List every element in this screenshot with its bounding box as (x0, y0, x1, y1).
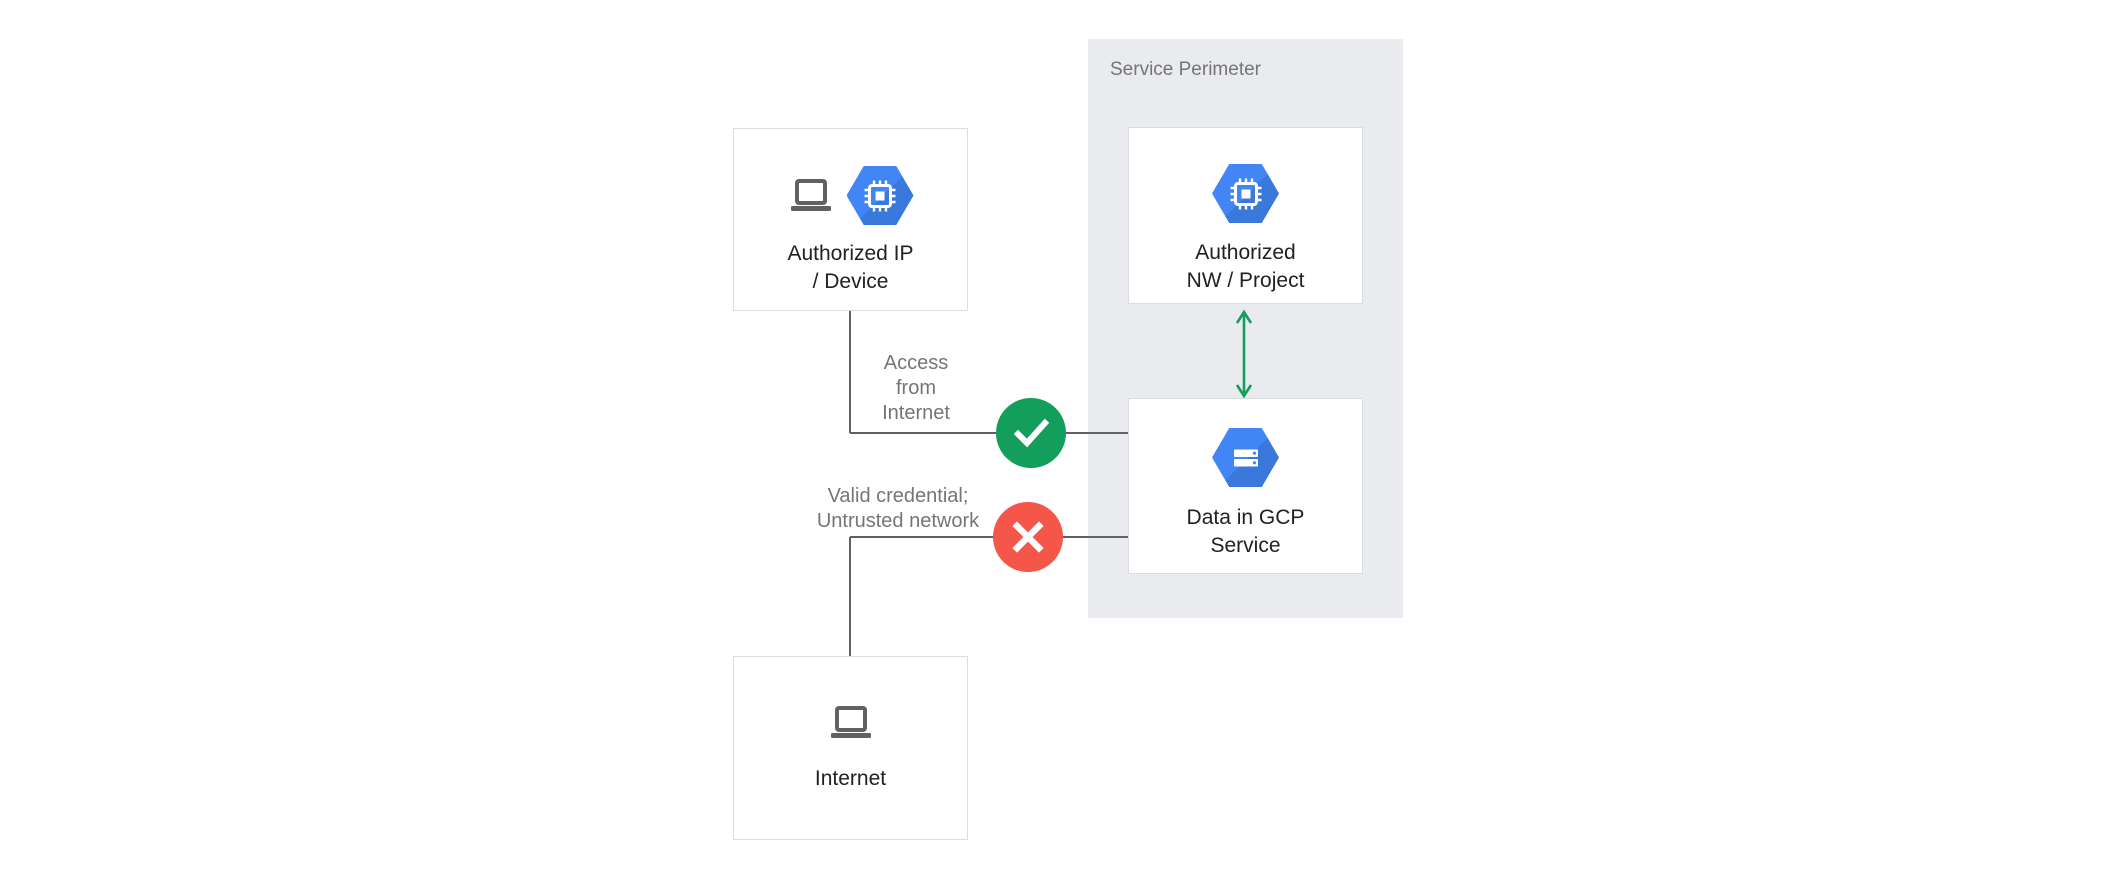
edge-label-line: from (896, 377, 936, 399)
denied-status-badge (993, 502, 1063, 572)
edge-label-line: Valid credential; (827, 485, 969, 507)
compute-hexagon-icon (1212, 164, 1279, 223)
node-title-line1: Internet (814, 767, 887, 790)
edge-label-line: Internet (882, 402, 950, 424)
edge-label-line: Access (883, 352, 949, 374)
node-title: Internet (815, 765, 886, 793)
node-icon-row (788, 166, 914, 225)
connector-ipdevice-down (849, 311, 851, 433)
edge-label-access-from-internet: Access from Internet (852, 351, 980, 426)
chip-glyph (864, 180, 896, 211)
node-title-line1: Authorized IP (787, 242, 914, 265)
node-title: Authorized IP / Device (787, 240, 913, 296)
node-authorized-ip-device: Authorized IP / Device (733, 128, 968, 311)
connector-internet-up (849, 537, 851, 656)
node-icon-row (1212, 428, 1279, 487)
storage-glyph (1233, 449, 1258, 466)
allowed-status-badge (996, 398, 1066, 468)
node-title-line2: / Device (812, 270, 889, 293)
node-title: Authorized NW / Project (1187, 239, 1305, 295)
chip-glyph (1230, 178, 1261, 209)
node-title: Data in GCP Service (1187, 504, 1305, 560)
check-icon (1013, 418, 1050, 448)
laptop-icon (790, 178, 831, 211)
node-internet: Internet (733, 656, 968, 840)
storage-hexagon-icon (1212, 428, 1279, 487)
node-icon-row (1212, 164, 1279, 223)
node-title-line1: Data in GCP (1186, 506, 1305, 529)
node-authorized-nw-project: Authorized NW / Project (1128, 127, 1363, 304)
compute-hexagon-icon (846, 166, 914, 225)
node-data-in-gcp-service: Data in GCP Service (1128, 398, 1363, 574)
connector-denied-to-data (850, 536, 1128, 538)
node-title-line2: Service (1210, 534, 1281, 557)
node-title-line1: Authorized (1195, 241, 1296, 264)
edge-label-line: Untrusted network (816, 510, 980, 532)
edge-label-untrusted-network: Valid credential; Untrusted network (793, 484, 1003, 534)
node-icon-row (828, 705, 874, 741)
service-perimeter-label: Service Perimeter (1110, 59, 1261, 80)
laptop-icon (830, 706, 871, 738)
node-title-line2: NW / Project (1186, 269, 1305, 292)
connector-allowed-to-data (850, 432, 1128, 434)
bidirectional-arrow-icon (1235, 309, 1253, 399)
cross-icon (1012, 521, 1044, 553)
